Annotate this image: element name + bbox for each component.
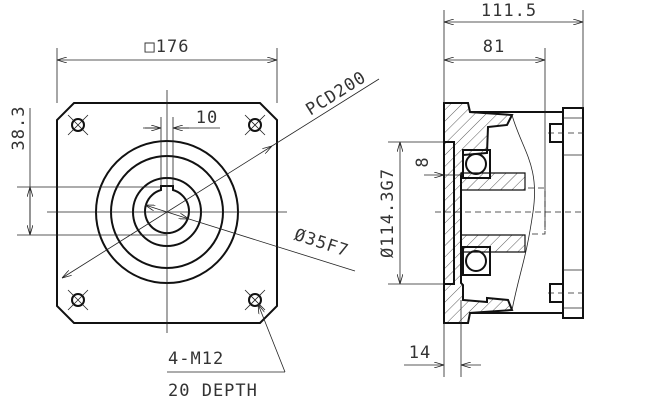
total-length-label: 111.5	[481, 1, 537, 21]
bearing-top	[462, 149, 491, 179]
motor-plate	[562, 107, 584, 319]
shaft-sleeve	[460, 172, 526, 253]
hole-depth-label: 20 DEPTH	[168, 381, 258, 401]
pilot-depth-label: 8	[413, 156, 433, 167]
holes-label: 4-M12	[168, 349, 224, 369]
pilot-step	[443, 141, 455, 285]
flange-thickness-label: 14	[409, 343, 431, 363]
key-height-label: 38.3	[9, 106, 29, 151]
shaft-length-label: 81	[483, 37, 505, 57]
side-view: 111.5 81 Ø114.3G7 8 14	[378, 1, 585, 377]
front-view: □176 10 38.3 PCD200 Ø35F7 4-M12 20 DEPTH	[9, 37, 380, 401]
cutaway-edge	[511, 114, 535, 311]
pcd-label: PCD200	[302, 67, 370, 120]
mounting-holes	[67, 114, 266, 311]
pilot-diameter-label: Ø114.3G7	[378, 168, 398, 258]
bore-label: Ø35F7	[292, 225, 352, 261]
square-size-label: □176	[145, 37, 190, 57]
key-width-label: 10	[196, 108, 218, 128]
bearing-bottom	[462, 246, 491, 276]
flange-outline	[56, 102, 278, 324]
